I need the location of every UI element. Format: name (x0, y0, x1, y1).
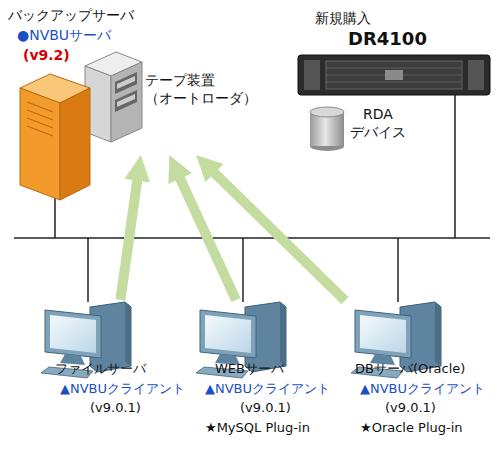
node-label: WEBサーバ (215, 361, 284, 377)
node-label: ★Oracle Plug-in (360, 420, 463, 436)
node-label: DBサーバ(Oracle) (355, 361, 465, 377)
node-label: DR4100 (348, 28, 427, 51)
node-label: ▲NVBUクライアント (60, 381, 185, 397)
device-node: テープ装置 （オートローダ） (85, 60, 210, 155)
client-node: WEBサーバ ▲NVBUクライアント (v9.0.1) ★MySQL Plug-in (195, 300, 345, 448)
node-label: ▲NVBUクライアント (205, 381, 330, 397)
appliance-node: 新規購入DR4100RDA デバイス (290, 8, 495, 158)
backup-flow-arrow (179, 177, 236, 300)
client-node: DBサーバ(Oracle) ▲NVBUクライアント (v9.0.1) ★Oracle … (345, 300, 495, 448)
node-label: ★MySQL Plug-in (205, 420, 310, 436)
storage-cylinder-symbol (310, 107, 344, 151)
node-label: (v9.0.1) (385, 400, 436, 416)
node-label: バックアップサーバ (8, 7, 134, 25)
node-label: ▲NVBUクライアント (360, 381, 485, 397)
rack-server-symbol (298, 55, 490, 95)
client-pc-symbol (196, 302, 286, 378)
node-label: ●NVBUサーバ (17, 27, 111, 45)
backup-flow-arrow (213, 172, 345, 301)
node-label: (v9.2) (23, 47, 70, 65)
storage-node: RDA デバイス (308, 104, 408, 154)
server-tower-symbol (20, 74, 90, 200)
node-label: (v9.0.1) (240, 400, 291, 416)
node-label: RDA デバイス (346, 106, 410, 141)
node-label: (v9.0.1) (90, 400, 141, 416)
server-node: バックアップサーバ ●NVBUサーバ (v9.2) (5, 5, 135, 200)
backup-flow-arrow (120, 179, 137, 300)
node-label: 新規購入 (315, 10, 371, 28)
node-label: テープ装置 （オートローダ） (145, 72, 257, 107)
tape-device-symbol (85, 52, 142, 142)
client-node: ファイルサーバ ▲NVBUクライアント (v9.0.1) (35, 300, 185, 448)
node-label: ファイルサーバ (55, 361, 146, 377)
